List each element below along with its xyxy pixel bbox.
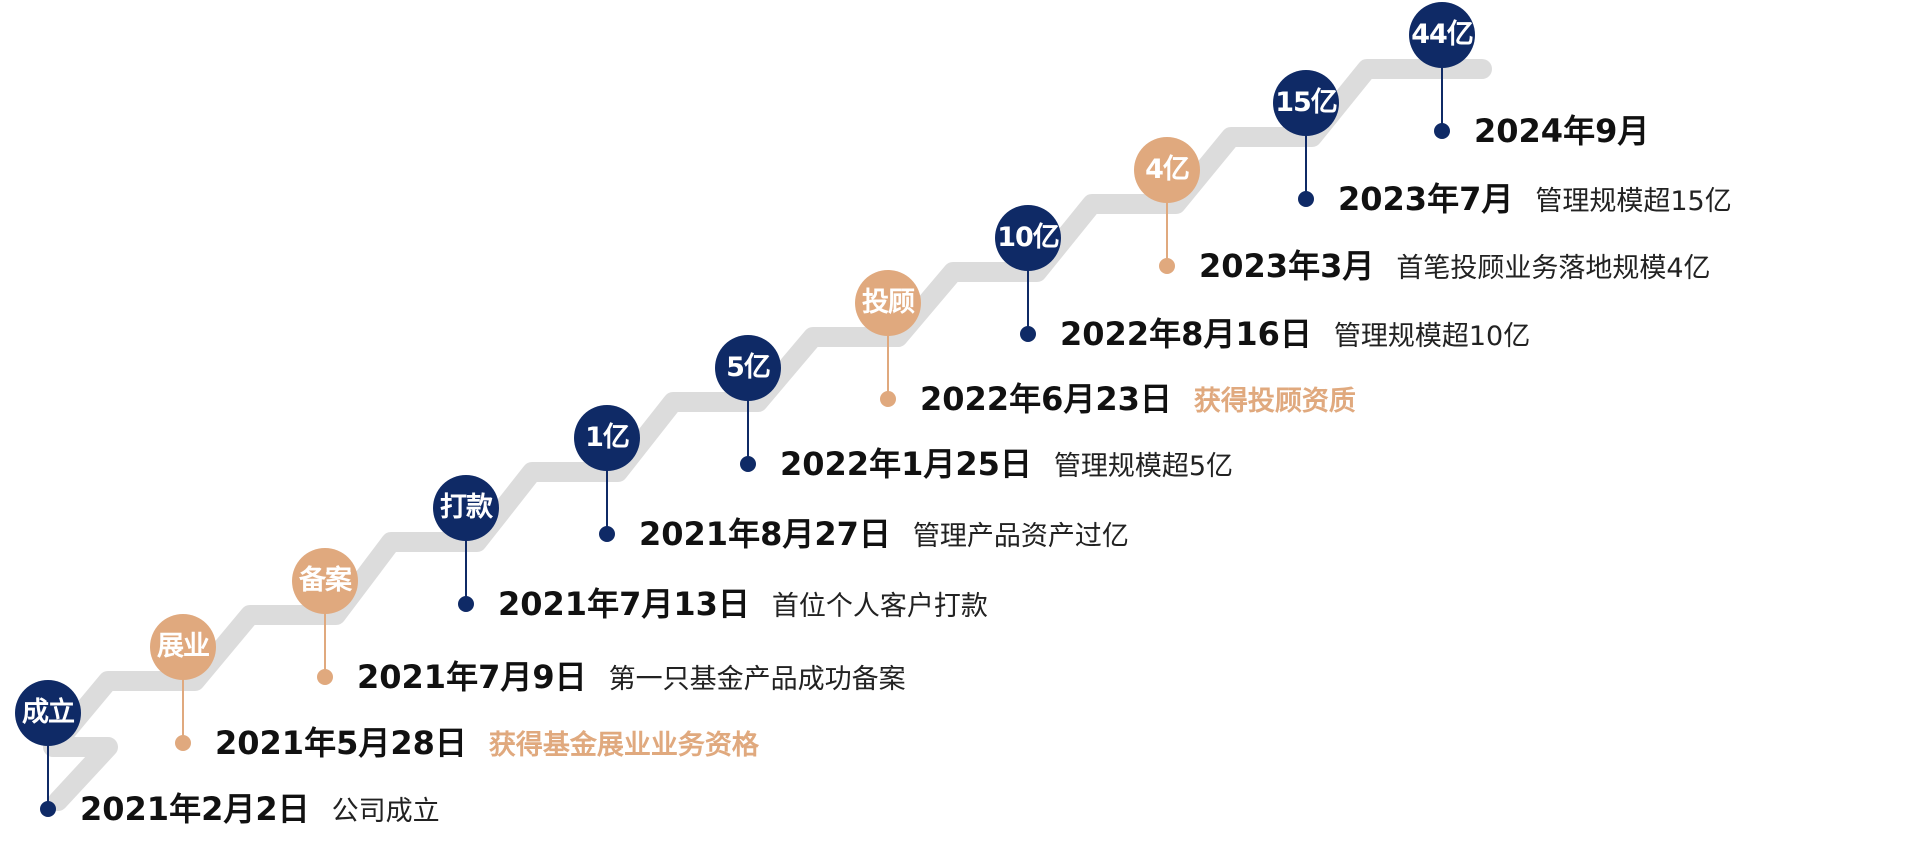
milestone-badge: 44亿 bbox=[1409, 2, 1475, 68]
milestone-stem bbox=[47, 737, 49, 809]
milestone-caption: 2022年8月16日管理规模超10亿 bbox=[1060, 314, 1530, 360]
milestone-stem bbox=[1027, 262, 1029, 334]
milestone: 4亿 2023年3月首笔投顾业务落地规模4亿 bbox=[1134, 137, 1711, 285]
milestone-badge: 投顾 bbox=[855, 270, 921, 336]
milestone-caption: 2021年7月13日首位个人客户打款 bbox=[498, 584, 988, 630]
milestone-stem bbox=[887, 327, 889, 399]
milestone: 投顾 2022年6月23日获得投顾资质 bbox=[855, 270, 1356, 418]
milestone-description: 管理规模超10亿 bbox=[1333, 321, 1531, 352]
milestone-description: 第一只基金产品成功备案 bbox=[608, 664, 906, 695]
milestone-badge: 1亿 bbox=[574, 405, 640, 471]
milestone-caption: 2022年1月25日管理规模超5亿 bbox=[780, 444, 1233, 490]
milestone-badge: 展业 bbox=[150, 614, 216, 680]
milestone-caption: 2023年3月首笔投顾业务落地规模4亿 bbox=[1199, 246, 1711, 292]
milestone-badge: 备案 bbox=[292, 548, 358, 614]
milestone-stem bbox=[1305, 127, 1307, 199]
milestone-dot bbox=[599, 526, 615, 542]
milestone: 1亿 2021年8月27日管理产品资产过亿 bbox=[574, 405, 1129, 553]
milestone-description: 公司成立 bbox=[331, 796, 440, 827]
milestone-description: 管理产品资产过亿 bbox=[912, 521, 1129, 552]
milestone-dot bbox=[1020, 326, 1036, 342]
milestone-date: 2022年8月16日 bbox=[1060, 315, 1312, 353]
milestone-badge: 成立 bbox=[15, 680, 81, 746]
milestone-date: 2021年7月9日 bbox=[357, 658, 587, 696]
milestone-description: 管理规模超5亿 bbox=[1053, 451, 1234, 482]
milestone: 打款 2021年7月13日首位个人客户打款 bbox=[433, 475, 988, 623]
milestone-dot bbox=[317, 669, 333, 685]
milestone-caption: 2021年5月28日获得基金展业业务资格 bbox=[215, 723, 759, 769]
milestone-stem bbox=[1166, 194, 1168, 266]
milestone-dot bbox=[40, 801, 56, 817]
milestone-date: 2024年9月 bbox=[1474, 112, 1650, 150]
milestone-description: 管理规模超15亿 bbox=[1535, 186, 1732, 217]
milestone-stem bbox=[465, 532, 467, 604]
milestone-date: 2021年7月13日 bbox=[498, 585, 750, 623]
milestone: 展业 2021年5月28日获得基金展业业务资格 bbox=[150, 614, 759, 762]
milestone-date: 2023年3月 bbox=[1199, 247, 1375, 285]
milestone-caption: 2021年8月27日管理产品资产过亿 bbox=[639, 514, 1129, 560]
milestone-badge: 15亿 bbox=[1273, 70, 1339, 136]
milestone-caption: 2024年9月 bbox=[1474, 111, 1671, 157]
milestone: 5亿 2022年1月25日管理规模超5亿 bbox=[715, 335, 1233, 483]
milestone-date: 2022年6月23日 bbox=[920, 380, 1172, 418]
milestone: 备案 2021年7月9日第一只基金产品成功备案 bbox=[292, 548, 906, 696]
milestone-badge: 4亿 bbox=[1134, 137, 1200, 203]
milestone-description: 获得基金展业业务资格 bbox=[488, 730, 759, 761]
milestone-description: 首笔投顾业务落地规模4亿 bbox=[1396, 253, 1711, 284]
milestone-dot bbox=[740, 456, 756, 472]
milestone-date: 2021年5月28日 bbox=[215, 724, 467, 762]
milestone-dot bbox=[1159, 258, 1175, 274]
milestone-dot bbox=[175, 735, 191, 751]
milestone-description: 获得投顾资质 bbox=[1193, 386, 1356, 417]
milestone-description: 首位个人客户打款 bbox=[771, 591, 988, 622]
milestone-dot bbox=[458, 596, 474, 612]
milestone-caption: 2022年6月23日获得投顾资质 bbox=[920, 379, 1356, 425]
milestone-stem bbox=[182, 671, 184, 743]
milestone-stem bbox=[747, 392, 749, 464]
milestone: 44亿 2024年9月 bbox=[1409, 2, 1649, 150]
milestone-badge: 打款 bbox=[433, 475, 499, 541]
milestone-stem bbox=[324, 605, 326, 677]
milestone-caption: 2021年2月2日公司成立 bbox=[80, 789, 440, 835]
milestone-stem bbox=[606, 462, 608, 534]
milestone-date: 2021年2月2日 bbox=[80, 790, 310, 828]
milestone: 10亿 2022年8月16日管理规模超10亿 bbox=[995, 205, 1530, 353]
milestone-dot bbox=[1434, 123, 1450, 139]
milestone-dot bbox=[1298, 191, 1314, 207]
milestone-badge: 5亿 bbox=[715, 335, 781, 401]
milestone: 15亿 2023年7月管理规模超15亿 bbox=[1273, 70, 1732, 218]
milestone-caption: 2021年7月9日第一只基金产品成功备案 bbox=[357, 657, 906, 703]
milestone-dot bbox=[880, 391, 896, 407]
milestone: 成立 2021年2月2日公司成立 bbox=[15, 680, 440, 828]
milestone-caption: 2023年7月管理规模超15亿 bbox=[1338, 179, 1732, 225]
milestone-date: 2021年8月27日 bbox=[639, 515, 891, 553]
milestone-badge: 10亿 bbox=[995, 205, 1061, 271]
milestone-date: 2022年1月25日 bbox=[780, 445, 1032, 483]
milestone-date: 2023年7月 bbox=[1338, 180, 1514, 218]
milestone-stem bbox=[1441, 59, 1443, 131]
